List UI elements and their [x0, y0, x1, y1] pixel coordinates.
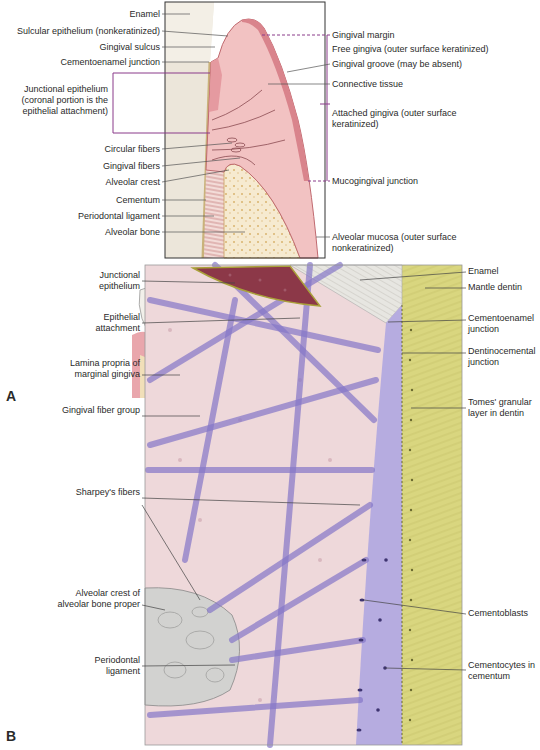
part-label: Free gingiva (outer surface keratinized) [332, 44, 540, 55]
part-label: Gingival groove (may be absent) [332, 59, 537, 70]
part-label: Alveolar mucosa (outer surface nonkerati… [332, 232, 492, 254]
part-label: Sharpey's fibers [60, 487, 140, 498]
part-label: Gingival sulcus [60, 42, 160, 53]
part-label: Mantle dentin [468, 282, 540, 293]
part-label: Sulcular epithelium (nonkeratinized) [0, 26, 160, 37]
part-label: Circular fibers [60, 144, 160, 155]
part-label: Cementoenamel junction [468, 313, 540, 335]
part-label: Mucogingival junction [332, 176, 532, 187]
part-label: Cementoenamel junction [20, 57, 160, 68]
part-label: Alveolar crest [60, 177, 160, 188]
part-label: Junctional epithelium (coronal portion i… [10, 84, 108, 117]
part-label: Junctional epithelium [60, 270, 140, 292]
part-label: Alveolar crest of alveolar bone proper [45, 588, 140, 610]
part-label: Connective tissue [332, 79, 532, 90]
part-label: Periodontal ligament [60, 655, 140, 677]
part-label: Cementum [60, 195, 160, 206]
part-label: Dentinocemental junction [468, 346, 540, 368]
part-label: Cementoblasts [468, 608, 540, 619]
panel-letter: B [6, 728, 30, 744]
part-label: Enamel [468, 266, 540, 277]
part-label: Epithelial attachment [60, 312, 140, 334]
part-label: Alveolar bone [60, 227, 160, 238]
part-label: Periodontal ligament [30, 211, 160, 222]
part-label: Attached gingiva (outer surface keratini… [332, 108, 462, 130]
part-label: Enamel [60, 9, 160, 20]
panel-b-art [142, 265, 466, 745]
panel-letter: A [6, 388, 30, 404]
part-label: Lamina propria of marginal gingiva [50, 358, 140, 380]
part-label: Gingival fibers [60, 161, 160, 172]
part-label: Cementocytes in cementum [468, 660, 540, 682]
part-label: Gingival margin [332, 30, 537, 41]
part-label: Tomes' granular layer in dentin [468, 397, 540, 419]
part-label: Gingival fiber group [60, 405, 140, 416]
